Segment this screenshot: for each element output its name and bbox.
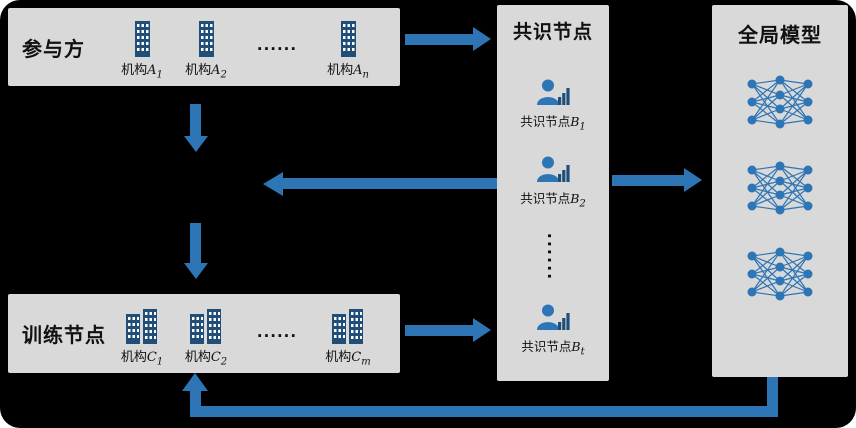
building-icon <box>135 21 150 58</box>
org-label: 机构C1 <box>120 350 164 368</box>
ellipsis: ...... <box>256 323 298 341</box>
consensus-node-label: 共识节点B1 <box>520 114 586 133</box>
consensus-title: 共识节点 <box>512 21 593 43</box>
neural-network-icon <box>742 246 818 306</box>
consensus-node-bt: 共识节点Bt <box>521 303 585 358</box>
consensus-node-label: 共识节点B2 <box>520 190 586 210</box>
org-label: 机构A2 <box>185 63 227 81</box>
org-item-a1: 机构A1 <box>110 20 174 81</box>
org-label: 机构C2 <box>184 350 228 368</box>
consensus-panel: 共识节点 共识节点B1 共识节点B2 ...... <box>497 5 609 381</box>
double-building-icon <box>190 309 221 345</box>
participants-title: 参与方 <box>22 36 85 61</box>
participants-orgs: 机构A1 机构A2 ...... 机构An <box>110 8 380 86</box>
consensus-node-b2: 共识节点B2 <box>520 155 586 210</box>
training-panel: 训练节点 机构C1 机构C2 ...... <box>8 294 400 373</box>
person-chart-icon <box>536 156 570 182</box>
training-orgs: 机构C1 机构C2 ...... 机构Cm <box>110 294 380 373</box>
consensus-node-label: 共识节点Bt <box>521 339 585 358</box>
org-item-c1: 机构C1 <box>110 307 174 368</box>
person-chart-icon <box>536 79 570 105</box>
neural-network-icon <box>742 160 818 220</box>
org-item-an: 机构An <box>316 20 380 81</box>
org-item-a2: 机构A2 <box>174 20 238 81</box>
neural-network-icon <box>742 74 818 134</box>
vertical-ellipsis: ...... <box>544 232 563 282</box>
double-building-icon <box>126 309 157 345</box>
double-building-icon <box>332 309 363 345</box>
building-icon <box>199 21 214 58</box>
building-icon <box>341 21 356 58</box>
global-model-title: 全局模型 <box>738 23 822 47</box>
global-model-panel: 全局模型 <box>712 5 848 377</box>
org-label: 机构Cm <box>325 350 371 368</box>
training-title: 训练节点 <box>22 323 106 347</box>
participants-panel: 参与方 机构A1 机构A2 ...... <box>8 8 400 86</box>
ellipsis: ...... <box>256 36 298 54</box>
consensus-node-b1: 共识节点B1 <box>520 78 586 133</box>
org-item-cm: 机构Cm <box>316 307 380 368</box>
org-label: 机构A1 <box>121 63 163 81</box>
org-item-c2: 机构C2 <box>174 307 238 368</box>
org-label: 机构An <box>327 63 369 81</box>
person-chart-icon <box>536 304 570 330</box>
